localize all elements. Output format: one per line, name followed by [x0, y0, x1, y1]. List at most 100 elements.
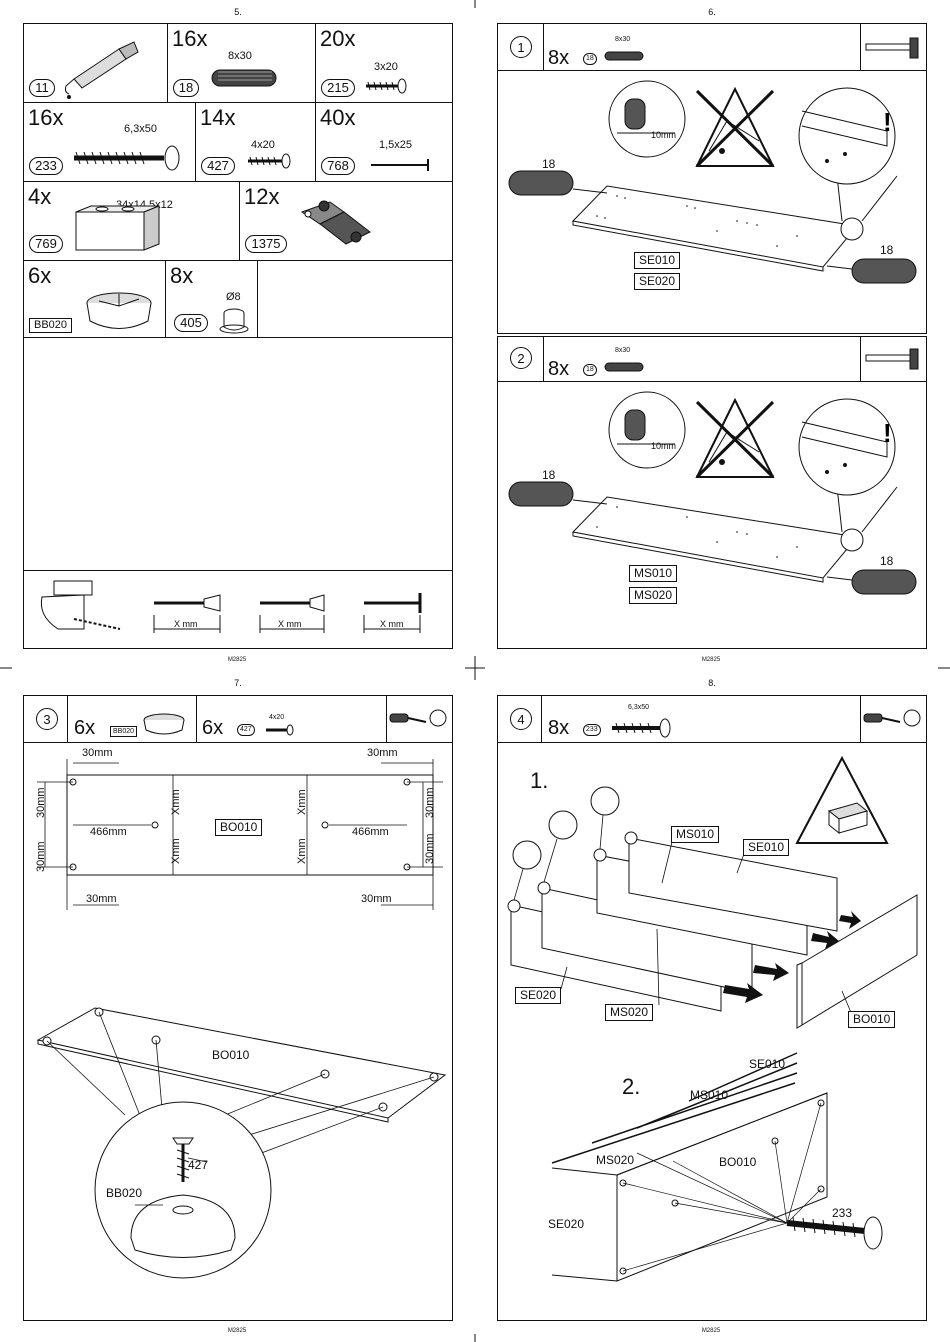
- part-size: 3x20: [374, 61, 398, 73]
- step-qty: 6x: [74, 717, 96, 739]
- page-number-7: 7.: [234, 678, 242, 688]
- depth-label: 10mm: [651, 130, 677, 140]
- part-cell-BB020: 6x BB020: [23, 260, 166, 338]
- divider: [196, 695, 197, 743]
- dowel-label: 18: [880, 243, 894, 257]
- panel-label: BO010: [215, 819, 263, 836]
- panel-label: MS020: [596, 1153, 635, 1167]
- divider: [860, 336, 861, 382]
- part-cell-215: 20x 3x20 215: [315, 23, 453, 103]
- step-3-header: 3 6x BB020 6x 427 4x20: [23, 695, 453, 743]
- part-id-oval: 18: [173, 79, 199, 97]
- foot-attach-illustration: [36, 1007, 447, 1279]
- panel-label: MS010: [690, 1088, 729, 1102]
- part-id-oval: 215: [321, 79, 355, 97]
- part-cell-768: 40x 1,5x25 768: [315, 102, 453, 182]
- footer-code: M2825: [227, 657, 247, 663]
- step-qty: 8x: [548, 717, 570, 739]
- part-size: Ø8: [226, 291, 241, 303]
- part-id-oval: 11: [29, 79, 55, 97]
- svg-text:!: !: [883, 107, 892, 137]
- part-qty: 16x: [172, 26, 208, 51]
- gauge-label: X mm: [174, 619, 198, 629]
- divider: [860, 695, 861, 743]
- divider: [541, 695, 542, 743]
- panel-label: MS020: [605, 1004, 654, 1021]
- confirmat-screw-icon: [74, 145, 180, 171]
- page-number-6: 6.: [708, 7, 716, 17]
- part-size: 8x30: [615, 36, 631, 43]
- step-2-illustration: !: [508, 391, 917, 595]
- step-1-illustration: !: [508, 80, 917, 284]
- part-size: 1,5x25: [379, 139, 413, 151]
- part-id-oval: 1375: [245, 235, 287, 253]
- plastic-block-icon: [75, 205, 160, 251]
- hammer-icon: [865, 37, 919, 59]
- step-qty: 6x: [202, 717, 224, 739]
- glue-tube-icon: [64, 41, 139, 99]
- part-qty: 16x: [28, 105, 64, 130]
- part-cell-427: 14x 4x20 427: [195, 102, 316, 182]
- step-1-header: 1 8x 18 8x30: [497, 23, 927, 71]
- dim-label-vertical: Xmm: [170, 789, 182, 815]
- dim-label: 30mm: [361, 893, 392, 905]
- part-size: 4x20: [269, 714, 285, 721]
- part-cell-233: 16x 6,3x50 233: [23, 102, 196, 182]
- step-2-header: 2 8x 18 8x30: [497, 336, 927, 382]
- screw-label: 233: [832, 1206, 853, 1220]
- part-cell-769: 4x 34x14,5x12 769: [23, 181, 240, 261]
- dim-label: 466mm: [352, 826, 389, 838]
- part-size: 6,3x50: [124, 123, 158, 135]
- dowel-icon: [604, 362, 644, 372]
- panel-label: SE010: [743, 839, 790, 856]
- footer-code: M2825: [701, 657, 721, 663]
- gauge-label: X mm: [278, 619, 302, 629]
- screw-label: 427: [188, 1158, 209, 1172]
- panel-label: SE010: [749, 1057, 786, 1071]
- dim-label-vertical: 30mm: [35, 841, 47, 872]
- dowel-icon: [604, 51, 644, 61]
- gauge-label: X mm: [380, 619, 404, 629]
- carcass-assembly-illustration: [507, 755, 918, 1282]
- dowel-label: 18: [880, 554, 894, 568]
- dim-label: 30mm: [86, 893, 117, 905]
- furniture-foot-icon: [86, 292, 152, 329]
- page-number-8: 8.: [708, 678, 716, 688]
- screw-icon: [248, 153, 291, 169]
- divider: [543, 336, 544, 382]
- footer-code: M2825: [227, 1328, 247, 1334]
- part-id-oval: 18: [583, 53, 597, 65]
- part-id-oval: 233: [29, 157, 63, 175]
- part-qty: 8x: [170, 263, 194, 288]
- part-cell-empty: [257, 260, 453, 338]
- dim-label: 30mm: [82, 747, 113, 759]
- part-cell-11: 11: [23, 23, 168, 103]
- dim-label: 30mm: [367, 747, 398, 759]
- screwdriver-icon: [389, 709, 447, 727]
- step-number: 4: [510, 708, 532, 730]
- step-number: 3: [36, 708, 58, 730]
- part-id-rect: BB020: [29, 318, 73, 333]
- hammer-icon: [865, 348, 919, 370]
- foot-label: BB020: [106, 1186, 143, 1200]
- step-qty: 8x: [548, 47, 570, 69]
- furniture-foot-icon: [143, 713, 185, 735]
- part-qty: 4x: [28, 184, 52, 209]
- part-size: 8x30: [228, 50, 252, 62]
- dim-label: 466mm: [90, 826, 127, 838]
- dowel-label: 18: [542, 468, 556, 482]
- part-id-rect: BB020: [110, 726, 138, 737]
- divider: [386, 695, 387, 743]
- dowel-label: 18: [542, 157, 556, 171]
- part-cell-1375: 12x 1375: [239, 181, 453, 261]
- screwdriver-icon: [863, 709, 921, 727]
- part-qty: 40x: [320, 105, 356, 130]
- panel-label: SE020: [634, 273, 681, 290]
- depth-label: 10mm: [651, 441, 677, 451]
- page-number-5: 5.: [234, 7, 242, 17]
- part-qty: 20x: [320, 26, 356, 51]
- part-id-oval: 768: [321, 157, 355, 175]
- part-cell-18: 16x 8x30 18: [167, 23, 316, 103]
- dim-label-vertical: Xmm: [296, 838, 308, 864]
